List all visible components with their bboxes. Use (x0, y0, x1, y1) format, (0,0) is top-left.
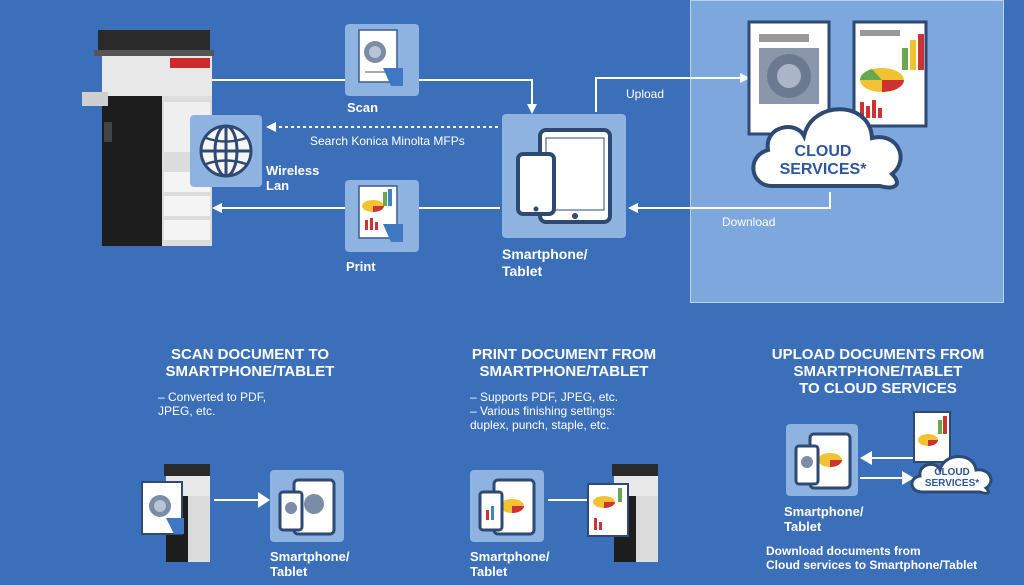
cloud-label-line1: CLOUD (794, 143, 852, 160)
upload-section-footer: Download documents from Cloud services t… (766, 544, 977, 572)
wireless-label: Wireless Lan (266, 163, 319, 193)
upload-arrow (595, 73, 750, 112)
upload-section-cloud-icon (910, 455, 993, 495)
globe-icon (199, 124, 253, 178)
upload-section-document-icon (913, 411, 951, 463)
scan-section-tablet-icon (278, 478, 336, 536)
search-label: Search Konica Minolta MFPs (310, 134, 465, 148)
print-section-device-label: Smartphone/ Tablet (470, 549, 549, 579)
upload-heading-line2: SMARTPHONE/TABLET (793, 363, 963, 380)
print-device-line2: Tablet (470, 564, 508, 579)
print-bullet-1: – Supports PDF, JPEG, etc. (470, 390, 619, 404)
scan-section-heading: SCAN DOCUMENT TO SMARTPHONE/TABLET (140, 346, 360, 380)
download-arrow (628, 192, 831, 213)
scan-heading-line1: SCAN DOCUMENT TO (170, 346, 330, 363)
print-device-line1: Smartphone/ (470, 549, 550, 564)
scan-section-arrow (214, 492, 270, 508)
device-label-line2: Tablet (502, 263, 543, 279)
scan-bullets: – Converted to PDF, JPEG, etc. (158, 390, 266, 418)
upload-cloud-label: CLOUD SERVICES* (920, 467, 984, 489)
wireless-label-line2: Lan (266, 178, 290, 193)
upload-device-line1: Smartphone/ (784, 504, 864, 519)
upload-footer-line1: Download documents from (766, 544, 921, 558)
scan-heading-line2: SMARTPHONE/TABLET (165, 363, 335, 380)
print-bullet-3: duplex, punch, staple, etc. (470, 418, 610, 432)
scan-device-line2: Tablet (270, 564, 308, 579)
upload-section-tablet-icon (794, 432, 852, 490)
scan-device-line1: Smartphone/ (270, 549, 350, 564)
upload-section-heading: UPLOAD DOCUMENTS FROM SMARTPHONE/TABLET … (762, 346, 994, 397)
upload-device-line2: Tablet (784, 519, 822, 534)
scan-arrow (212, 79, 537, 114)
print-mfp-printer-icon (587, 464, 658, 562)
print-bullets: – Supports PDF, JPEG, etc. – Various fin… (470, 390, 618, 432)
scan-section-device-label: Smartphone/ Tablet (270, 549, 349, 579)
upload-download-arrows (860, 451, 914, 485)
upload-cloud-line2: SERVICES* (924, 478, 980, 489)
print-label: Print (346, 259, 376, 274)
scan-label: Scan (347, 100, 379, 115)
upload-cloud-line1: CLOUD (934, 467, 970, 478)
print-heading-line1: PRINT DOCUMENT FROM (471, 346, 657, 363)
cloud-services-label: CLOUD SERVICES* (768, 143, 878, 179)
scan-document-icon (358, 29, 403, 86)
upload-label: Upload (626, 87, 665, 101)
cloud-icon (751, 107, 903, 190)
smartphone-tablet-label: Smartphone/ Tablet (502, 246, 588, 280)
wireless-label-line1: Wireless (266, 163, 320, 178)
cloud-label-line2: SERVICES* (779, 161, 867, 178)
print-bullet-2: – Various finishing settings: (470, 404, 616, 418)
scan-mfp-printer-icon (141, 464, 210, 562)
upload-heading-line3: TO CLOUD SERVICES (799, 380, 957, 397)
upload-heading-line1: UPLOAD DOCUMENTS FROM (771, 346, 985, 363)
tablet-icon (516, 128, 612, 224)
scan-bullet-2: JPEG, etc. (158, 404, 216, 418)
print-section-heading: PRINT DOCUMENT FROM SMARTPHONE/TABLET (455, 346, 673, 380)
cloud-photo-document-icon (747, 20, 831, 136)
device-label-line1: Smartphone/ (502, 246, 588, 262)
print-document-icon (358, 185, 403, 242)
upload-footer-line2: Cloud services to Smartphone/Tablet (766, 558, 978, 572)
print-heading-line2: SMARTPHONE/TABLET (479, 363, 649, 380)
upload-section-device-label: Smartphone/ Tablet (784, 504, 863, 534)
scan-bullet-1: – Converted to PDF, (158, 390, 267, 404)
cloud-chart-document-icon (852, 20, 928, 128)
print-section-tablet-icon (478, 478, 536, 536)
download-label: Download (722, 215, 776, 229)
